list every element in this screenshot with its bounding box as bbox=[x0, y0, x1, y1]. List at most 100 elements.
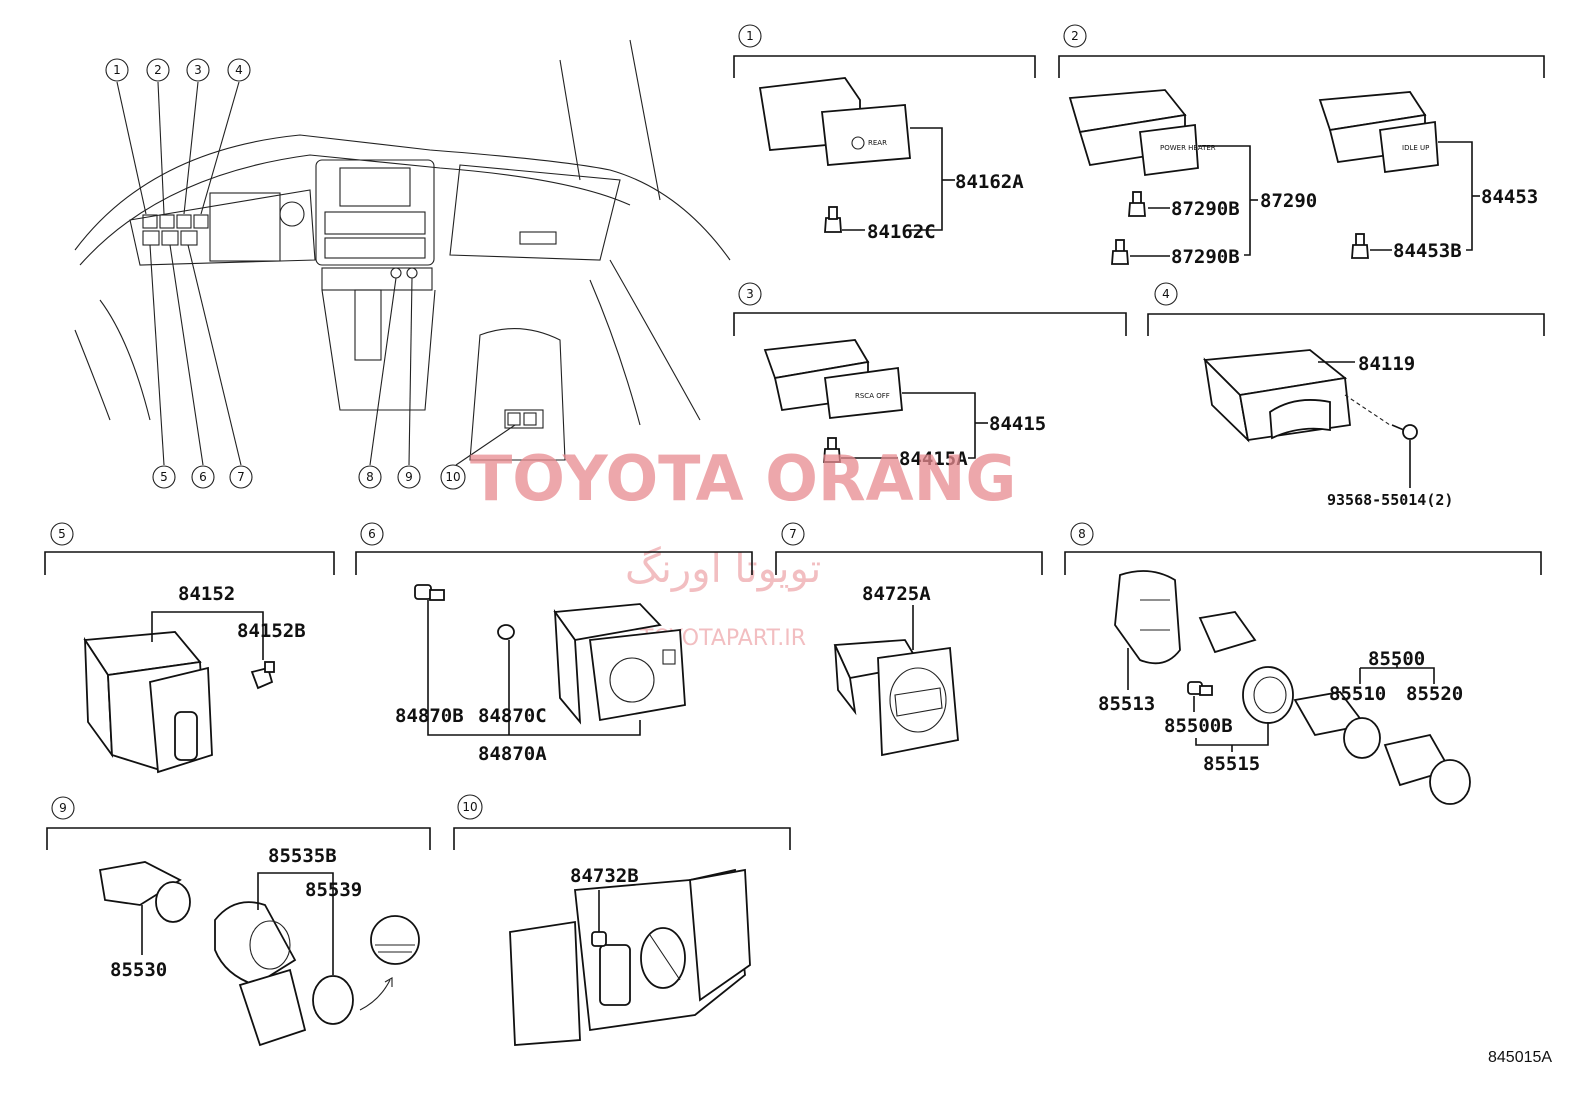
switch-text: REAR bbox=[868, 139, 887, 147]
console-switch-84732B bbox=[509, 868, 751, 1046]
section-5: 5 84152 84152B bbox=[44, 522, 335, 774]
overview-callout-7: 7 bbox=[229, 465, 253, 489]
section-number: 5 bbox=[58, 527, 66, 541]
watermark-persian: تویوتا اورنگ bbox=[625, 546, 821, 592]
bulb-84732B bbox=[591, 931, 607, 947]
cigarette-lighter-bracket bbox=[1114, 570, 1181, 665]
part-number: 84162C bbox=[867, 221, 936, 243]
callout-label: 6 bbox=[199, 470, 207, 484]
bulb-84152B bbox=[250, 661, 275, 690]
cap-85539 bbox=[312, 975, 354, 1025]
part-number: 87290 bbox=[1260, 190, 1317, 212]
bulb-84415A bbox=[823, 437, 841, 463]
rear-defogger-switch: REAR bbox=[758, 77, 911, 166]
part-number: 84725A bbox=[862, 583, 931, 605]
part-number: 85500B bbox=[1164, 715, 1233, 737]
overview-callout-10: 10 bbox=[440, 464, 466, 490]
callout-label: 7 bbox=[237, 470, 245, 484]
overview-callout-8: 8 bbox=[358, 465, 382, 489]
switch-text: RSCA OFF bbox=[855, 392, 890, 400]
overview-callout-6: 6 bbox=[191, 465, 215, 489]
callout-label: 3 bbox=[194, 63, 202, 77]
section-number: 9 bbox=[59, 801, 67, 815]
callout-label: 5 bbox=[160, 470, 168, 484]
section-number: 7 bbox=[789, 527, 797, 541]
overview-callout-4: 4 bbox=[227, 58, 251, 82]
callout-label: 4 bbox=[235, 63, 243, 77]
lighter-socket-85515 bbox=[1198, 611, 1294, 724]
section-7: 7 84725A bbox=[775, 522, 1043, 757]
rotary-switch-84725A bbox=[833, 639, 959, 757]
section-number: 8 bbox=[1078, 527, 1086, 541]
power-heater-switch: POWER HEATER bbox=[1068, 89, 1216, 177]
socket-cover-85535B bbox=[214, 901, 307, 1047]
bulb-84453B bbox=[1351, 233, 1369, 259]
mirror-switch bbox=[553, 603, 686, 725]
section-2: 2 POWER HEATER IDLE UP 87290B 87290 8729… bbox=[1058, 24, 1545, 268]
dimmer-rheostat-switch bbox=[83, 631, 213, 774]
screw-93568 bbox=[1391, 424, 1418, 440]
part-number: 85510 bbox=[1329, 683, 1386, 705]
section-4: 4 84119 93568-55014(2) bbox=[1147, 282, 1545, 509]
part-number: 85539 bbox=[305, 879, 362, 901]
section-number: 3 bbox=[746, 287, 754, 301]
bulb-87290B-1 bbox=[1128, 191, 1146, 217]
callout-label: 8 bbox=[366, 470, 374, 484]
part-number: 87290B bbox=[1171, 246, 1240, 268]
overview-callout-1: 1 bbox=[105, 58, 129, 82]
watermark-brand: TOYOTA ORANG bbox=[470, 442, 1016, 515]
section-1: 1 REAR 84162A 84162C bbox=[733, 24, 1036, 243]
bulb-84870B bbox=[414, 584, 445, 601]
part-number: 84870B bbox=[395, 705, 464, 727]
section-number: 10 bbox=[462, 800, 477, 814]
dimmer-switch-84119 bbox=[1203, 349, 1351, 443]
part-number: 84870A bbox=[478, 743, 547, 765]
part-number: 84162A bbox=[955, 171, 1024, 193]
callout-label: 2 bbox=[154, 63, 162, 77]
overview-callout-3: 3 bbox=[186, 58, 210, 82]
section-8: 8 85500 85510 85520 85513 85500B bbox=[1064, 522, 1542, 805]
part-number: 84732B bbox=[570, 865, 639, 887]
part-number: 85520 bbox=[1406, 683, 1463, 705]
bulb-85500B bbox=[1187, 681, 1213, 696]
part-number: 84453 bbox=[1481, 186, 1538, 208]
dashboard-overview bbox=[74, 39, 731, 466]
section-6: 6 84870B 84870C 84870A bbox=[355, 522, 753, 765]
part-number: 93568-55014(2) bbox=[1327, 491, 1453, 509]
overview-callout-5: 5 bbox=[152, 465, 176, 489]
callout-label: 10 bbox=[445, 470, 460, 484]
bulb-84870C bbox=[497, 624, 515, 640]
idle-up-switch: IDLE UP bbox=[1318, 91, 1439, 174]
bulb-84162C bbox=[824, 206, 842, 233]
part-number: 85515 bbox=[1203, 753, 1260, 775]
part-number: 85500 bbox=[1368, 648, 1425, 670]
bulb-87290B-2 bbox=[1111, 239, 1129, 265]
section-number: 6 bbox=[368, 527, 376, 541]
watermark: TOYOTA ORANG تویوتا اورنگ TOYOTAPART.IR bbox=[470, 442, 1016, 651]
overview-callout-9: 9 bbox=[397, 465, 421, 489]
part-number: 84415 bbox=[989, 413, 1046, 435]
part-number: 84152B bbox=[237, 620, 306, 642]
lighter-element-85510 bbox=[1293, 691, 1381, 759]
switch-text: POWER HEATER bbox=[1160, 144, 1216, 152]
part-number: 84453B bbox=[1393, 240, 1462, 262]
power-outlet-85530 bbox=[98, 861, 191, 923]
cap-detail bbox=[359, 915, 420, 1011]
part-number: 85535B bbox=[268, 845, 337, 867]
section-number: 1 bbox=[746, 29, 754, 43]
part-number: 84119 bbox=[1358, 353, 1415, 375]
section-9: 9 85535B 85539 85530 bbox=[46, 796, 431, 1047]
callout-label: 1 bbox=[113, 63, 121, 77]
part-number: 84152 bbox=[178, 583, 235, 605]
part-number: 84415A bbox=[899, 448, 968, 470]
rsca-off-switch: RSCA OFF bbox=[763, 339, 903, 419]
lighter-knob-85520 bbox=[1383, 733, 1471, 805]
part-number: 85513 bbox=[1098, 693, 1155, 715]
part-number: 87290B bbox=[1171, 198, 1240, 220]
part-number: 85530 bbox=[110, 959, 167, 981]
callout-label: 9 bbox=[405, 470, 413, 484]
switch-text: IDLE UP bbox=[1402, 144, 1429, 152]
overview-callout-2: 2 bbox=[146, 58, 170, 82]
figure-code: 845015A bbox=[1488, 1049, 1552, 1066]
